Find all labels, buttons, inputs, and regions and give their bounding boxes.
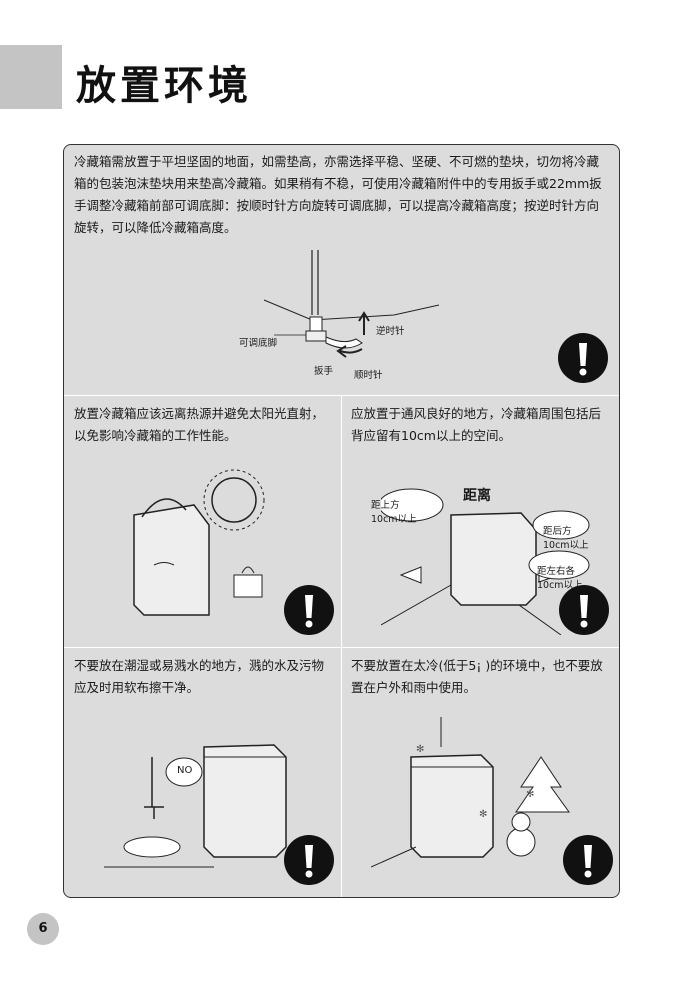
moisture-illustration [104, 744, 287, 868]
exclamation-warning-icon [284, 585, 334, 635]
label-above-line2: 10cm以上 [371, 514, 417, 525]
panel-ventilation: 应放置于通风良好的地方，冷藏箱周围包括后背应留有10cm以上的空间。 距离 距上… [341, 395, 618, 647]
svg-text:✻: ✻ [479, 809, 487, 820]
exclamation-warning-icon [284, 835, 334, 885]
ventilation-illustration [381, 488, 590, 635]
panel-avoid-heat: 放置冷藏箱应该远离热源并避免太阳光直射，以免影响冷藏箱的工作性能。 [64, 395, 341, 647]
instruction-frame: 冷藏箱需放置于平坦坚固的地面，如需垫高，亦需选择平稳、坚硬、不可燃的垫块，切勿将… [63, 144, 620, 898]
label-distance: 距离 [463, 488, 491, 504]
label-back-line1: 距后方 [543, 526, 572, 537]
label-adjustable-foot: 可调底脚 [239, 338, 278, 349]
label-clockwise: 顺时针 [354, 370, 383, 381]
page-number: 6 [27, 913, 59, 945]
exclamation-warning-icon [563, 835, 613, 885]
page-title: 放置环境 [76, 63, 252, 109]
cold-illustration: ✻ ✻ ✻ [371, 717, 570, 868]
panel-text: 不要放置在太冷(低于5¡ )的环境中，也不要放置在户外和雨中使用。 [351, 658, 603, 695]
label-counterclockwise: 逆时针 [376, 326, 405, 337]
panel-text: 冷藏箱需放置于平坦坚固的地面，如需垫高，亦需选择平稳、坚硬、不可燃的垫块，切勿将… [74, 154, 602, 235]
svg-text:✻: ✻ [416, 744, 424, 755]
label-wrench: 扳手 [314, 366, 334, 377]
label-no: NO [177, 765, 193, 776]
heat-source-illustration [133, 469, 265, 616]
label-sides-line1: 距左右各 [537, 566, 576, 577]
svg-text:✻: ✻ [526, 789, 534, 800]
label-above-line1: 距上方 [371, 500, 400, 511]
label-sides-line2: 10cm以上 [537, 580, 583, 591]
section-tab [0, 45, 62, 109]
adjustable-foot-illustration [263, 250, 440, 358]
label-back-line2: 10cm以上 [543, 540, 589, 551]
panel-level-placement: 冷藏箱需放置于平坦坚固的地面，如需垫高，亦需选择平稳、坚硬、不可燃的垫块，切勿将… [64, 145, 618, 395]
panel-avoid-cold: 不要放置在太冷(低于5¡ )的环境中，也不要放置在户外和雨中使用。 ✻ ✻ ✻ [341, 647, 618, 897]
panel-text: 放置冷藏箱应该远离热源并避免太阳光直射，以免影响冷藏箱的工作性能。 [74, 406, 325, 443]
panel-avoid-moisture: 不要放在潮湿或易溅水的地方，溅的水及污物应及时用软布擦干净。 NO [64, 647, 341, 897]
panel-text: 不要放在潮湿或易溅水的地方，溅的水及污物应及时用软布擦干净。 [74, 658, 325, 695]
exclamation-warning-icon [558, 333, 608, 383]
exclamation-warning-icon [559, 585, 609, 635]
panel-text: 应放置于通风良好的地方，冷藏箱周围包括后背应留有10cm以上的空间。 [351, 406, 602, 443]
